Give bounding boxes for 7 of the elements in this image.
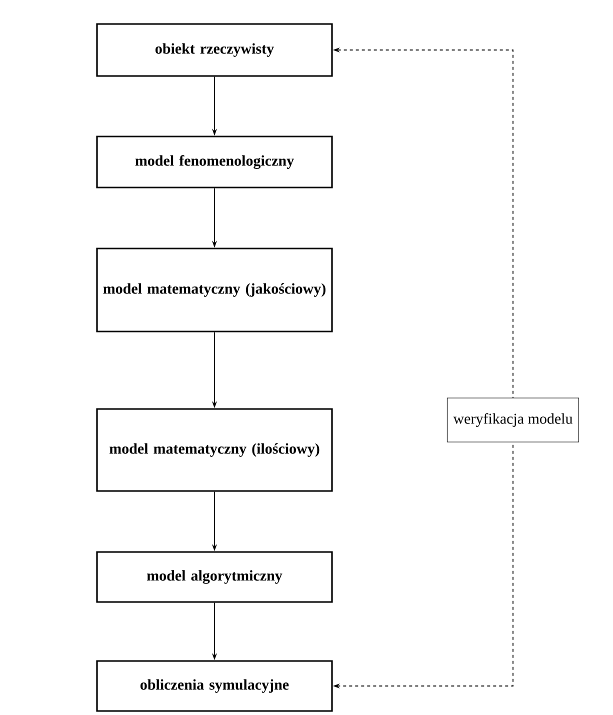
process-box: obiekt rzeczywisty: [96, 23, 333, 77]
process-box: model fenomenologiczny: [96, 136, 333, 188]
edge-label: weryfikacja modelu: [453, 413, 573, 427]
process-box: model algorytmiczny: [96, 551, 333, 603]
process-box: obliczenia symulacyjne: [96, 660, 333, 712]
process-box: model matematyczny (ilościowy): [96, 408, 333, 492]
process-box: model matematyczny (jakościowy): [96, 248, 333, 332]
